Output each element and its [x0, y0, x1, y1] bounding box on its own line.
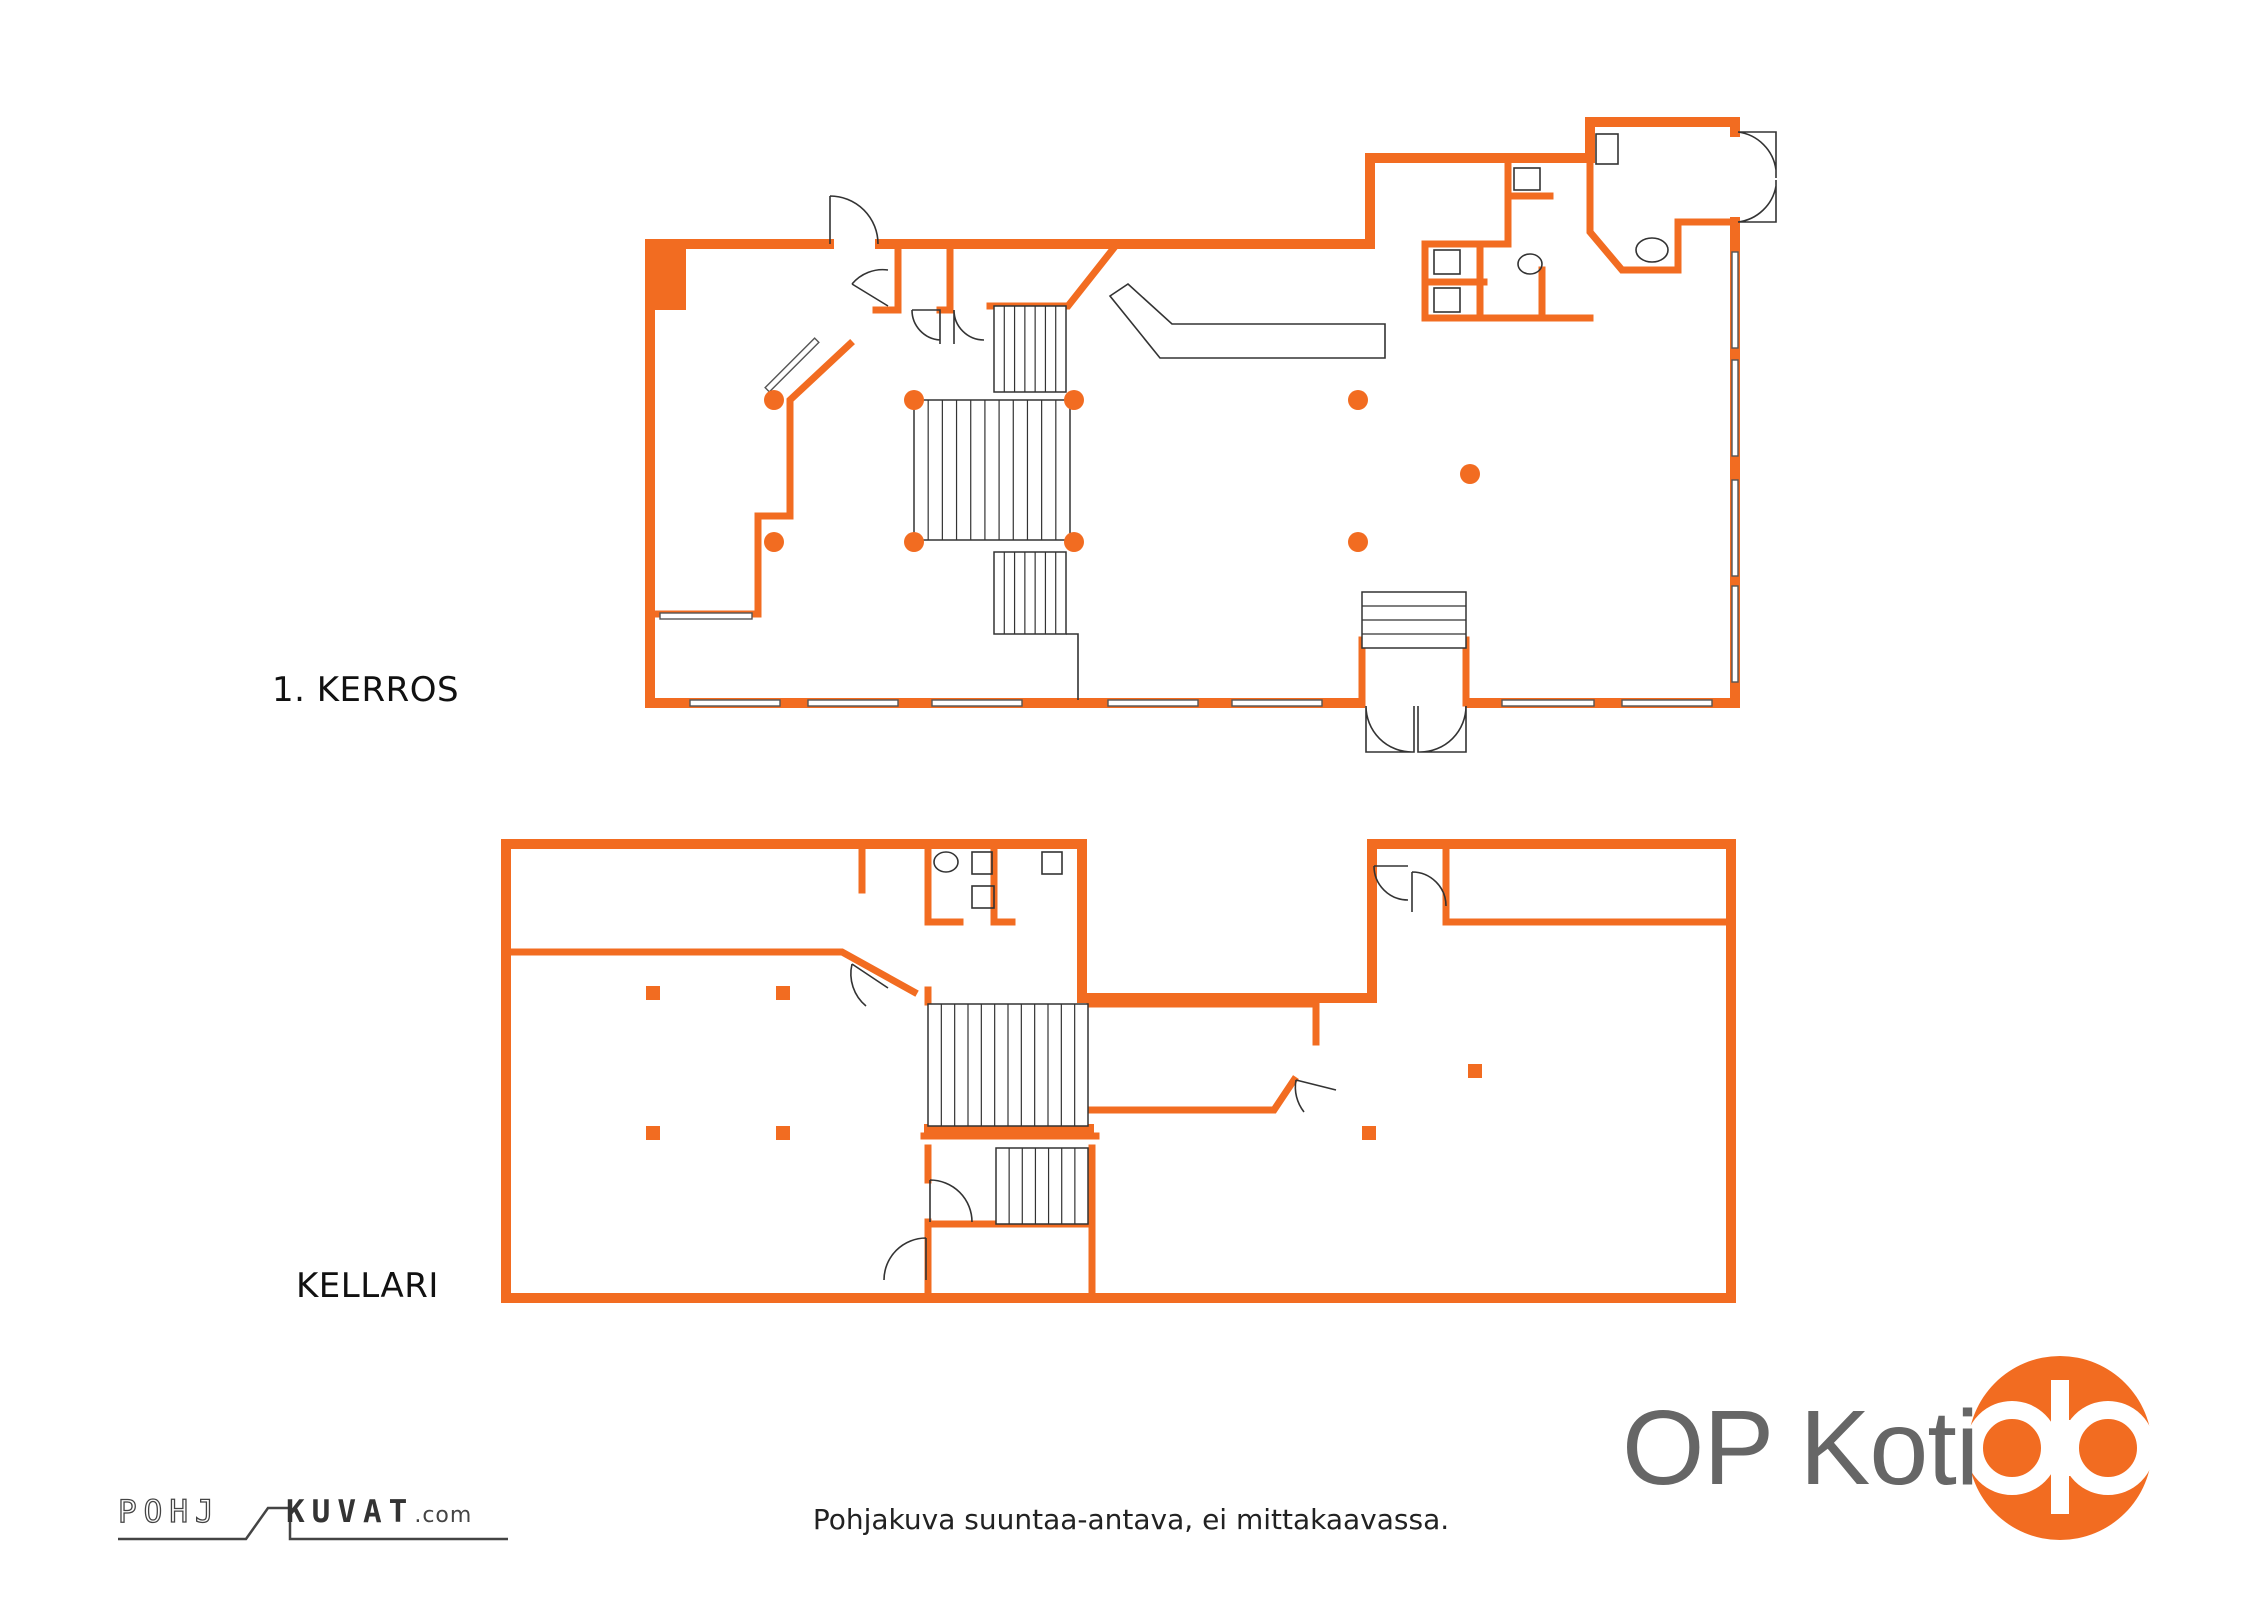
- door: [953, 309, 985, 344]
- basement-wc: [933, 851, 1063, 909]
- brand-name: OP Koti: [1622, 1389, 1979, 1507]
- window: [689, 699, 781, 707]
- door: [883, 1237, 927, 1281]
- door: [829, 195, 879, 245]
- interior-wall: [651, 339, 855, 618]
- column: [904, 532, 924, 552]
- interior-wall: [924, 842, 964, 926]
- central-stairs: [913, 305, 1467, 700]
- column: [776, 986, 790, 1000]
- basement-outer-wall: [501, 839, 1736, 1303]
- column: [776, 1126, 790, 1140]
- window: [659, 612, 753, 620]
- first-floor-plan: [645, 117, 1777, 753]
- credit-tld: .com: [414, 1503, 473, 1528]
- interior-wall: [504, 948, 919, 997]
- window: [1501, 699, 1595, 707]
- stair-landing: [924, 1124, 1094, 1138]
- window: [1231, 699, 1323, 707]
- disclaimer-text: Pohjakuva suuntaa-antava, ei mittakaavas…: [812, 1503, 1450, 1536]
- column: [1362, 1126, 1376, 1140]
- column: [904, 390, 924, 410]
- credit-underline: [118, 1506, 508, 1541]
- credit-text-right: KUVAT.com: [286, 1494, 473, 1530]
- window: [807, 699, 899, 707]
- interior-wall: [936, 240, 954, 314]
- interior-wall: [1086, 1075, 1299, 1114]
- window: [1731, 251, 1739, 349]
- interior-wall: [990, 842, 1016, 926]
- credit-logo: POHJ KUVAT.com: [117, 1493, 508, 1544]
- column: [764, 390, 784, 410]
- door: [851, 268, 889, 307]
- window: [1731, 479, 1739, 577]
- entrance-door: [1365, 705, 1467, 753]
- column: [1348, 532, 1368, 552]
- column: [1064, 532, 1084, 552]
- basement-label: KELLARI: [296, 1266, 439, 1306]
- column: [646, 986, 660, 1000]
- column: [646, 1126, 660, 1140]
- door: [911, 309, 941, 344]
- column: [1460, 464, 1480, 484]
- wc-block: [1421, 118, 1739, 322]
- interior-wall: [1442, 842, 1730, 926]
- interior-wall: [1086, 1000, 1320, 1046]
- credit-text-left: POHJ: [117, 1493, 221, 1530]
- first-floor-outer-wall-right: [1465, 217, 1740, 708]
- window: [764, 337, 820, 393]
- basement-plan: [501, 839, 1736, 1303]
- first-floor-label: 1. KERROS: [272, 670, 460, 710]
- first-floor-north-wall: [875, 117, 1740, 249]
- interior-wall: [986, 239, 1122, 310]
- door: [1294, 1079, 1337, 1113]
- window: [1621, 699, 1713, 707]
- door: [929, 1179, 973, 1223]
- window: [1731, 585, 1739, 683]
- entrance-door: [1737, 131, 1777, 223]
- interior-wall: [872, 240, 902, 314]
- service-counter: [1108, 282, 1386, 359]
- op-logo-icon: [1965, 1356, 2155, 1540]
- column: [1064, 390, 1084, 410]
- corner-block: [650, 244, 686, 310]
- column: [764, 532, 784, 552]
- door: [850, 963, 889, 1007]
- door: [1373, 865, 1447, 912]
- column: [1348, 390, 1368, 410]
- column: [1468, 1064, 1482, 1078]
- interior-wall: [924, 1220, 1096, 1300]
- window: [1731, 359, 1739, 457]
- window: [931, 699, 1023, 707]
- window: [1107, 699, 1199, 707]
